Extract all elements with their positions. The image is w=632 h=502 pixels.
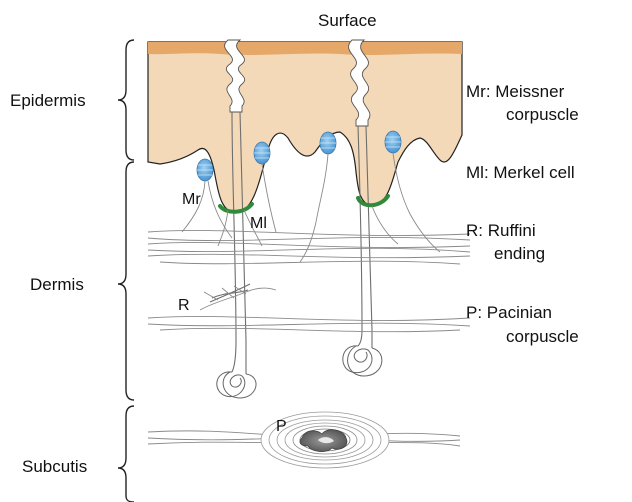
sweat-gland-coil-left — [217, 372, 256, 398]
brace-subcutis — [118, 406, 134, 502]
marker-r: R — [178, 297, 190, 314]
legend-p-line1: P: Pacinian — [466, 303, 552, 322]
meissner-corpuscle — [197, 159, 213, 181]
legend: Mr: Meissner corpuscle Ml: Merkel cell R… — [466, 82, 579, 346]
epidermis-label: Epidermis — [10, 91, 86, 110]
brace-dermis — [118, 162, 134, 400]
meissner-corpuscle — [385, 131, 401, 153]
meissner-corpuscle — [254, 142, 270, 164]
legend-r-line1: R: Ruffini — [466, 221, 536, 240]
legend-p-line2: corpuscle — [506, 327, 579, 346]
legend-ml-line1: Ml: Merkel cell — [466, 163, 575, 182]
sweat-gland-coil-right — [343, 346, 382, 376]
dermal-nerve-plexus-upper — [148, 230, 470, 264]
legend-mr-line1: Mr: Meissner — [466, 82, 565, 101]
marker-mr: Mr — [182, 191, 201, 208]
brace-epidermis — [118, 40, 134, 160]
epidermis-layer — [148, 42, 462, 213]
legend-mr-line2: corpuscle — [506, 105, 579, 124]
marker-ml: Ml — [250, 215, 267, 232]
stratum-corneum — [148, 42, 462, 55]
meissner-corpuscle — [320, 132, 336, 154]
dermal-nerve-plexus-lower — [148, 316, 470, 331]
subcutis-label: Subcutis — [22, 457, 87, 476]
ruffini-ending — [200, 284, 276, 310]
marker-p: P — [276, 418, 287, 435]
surface-label: Surface — [318, 11, 377, 30]
dermis-label: Dermis — [30, 275, 84, 294]
legend-r-line2: ending — [494, 244, 545, 263]
